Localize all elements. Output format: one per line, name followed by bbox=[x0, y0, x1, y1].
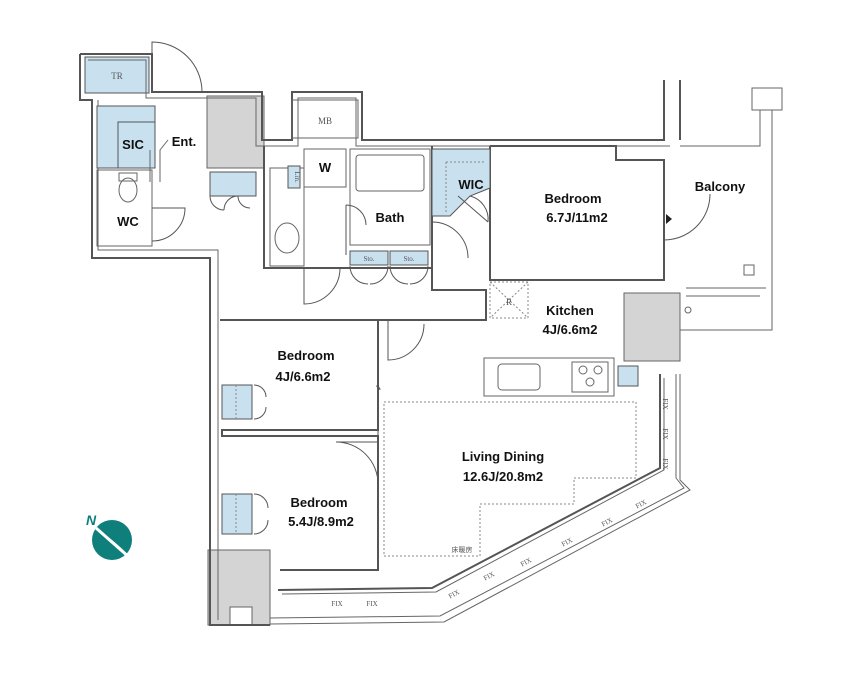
washer-space bbox=[303, 148, 347, 188]
wash-door-icon bbox=[303, 267, 341, 305]
fix-label: FIX bbox=[661, 398, 669, 409]
ent-leader bbox=[149, 139, 169, 182]
bedroom-2-door-icon bbox=[375, 385, 381, 436]
bathtub-icon bbox=[355, 154, 425, 192]
shaft-entrance bbox=[206, 95, 265, 169]
bedrooms-wall bbox=[220, 319, 379, 571]
fix-label: FIX bbox=[331, 600, 342, 608]
bath-label: Bath bbox=[376, 210, 405, 225]
balcony-door-icon bbox=[663, 193, 711, 241]
wash-area bbox=[269, 167, 305, 267]
tr-label: TR bbox=[111, 71, 123, 81]
bedroom-3-size: 5.4J/8.9m2 bbox=[288, 514, 354, 529]
window-wall-diagonal bbox=[277, 374, 661, 591]
bedroom-2-size: 4J/6.6m2 bbox=[276, 369, 331, 384]
balcony-outline bbox=[680, 109, 773, 331]
entrance-door-icon bbox=[151, 41, 203, 93]
core-wall bbox=[263, 146, 433, 269]
burner-icon-3 bbox=[585, 377, 595, 387]
mb-label: MB bbox=[318, 116, 332, 126]
w-label: W bbox=[319, 160, 332, 175]
bedroom-3-name: Bedroom bbox=[290, 495, 347, 510]
toilet-tank-icon bbox=[118, 172, 138, 182]
living-floor-heating bbox=[383, 401, 637, 557]
living-size: 12.6J/20.8m2 bbox=[463, 469, 543, 484]
storage-1 bbox=[349, 250, 389, 266]
window-wall-outer bbox=[269, 374, 691, 625]
closet-bedroom-2 bbox=[221, 384, 253, 420]
fix-label: FIX bbox=[366, 600, 377, 608]
balcony-box-icon bbox=[743, 264, 755, 276]
wc-door-icon bbox=[151, 207, 186, 242]
lin-label: Lin. bbox=[293, 171, 301, 183]
r-label: R bbox=[506, 297, 512, 307]
sto-label-1: Sto. bbox=[363, 255, 374, 263]
sto-label-2: Sto. bbox=[403, 255, 414, 263]
wic-dash bbox=[445, 161, 484, 214]
kitchen-counter bbox=[483, 357, 615, 397]
bedroom-main-size: 6.7J/11m2 bbox=[546, 210, 607, 225]
burner-icon-1 bbox=[578, 365, 588, 375]
outer-wall bbox=[79, 53, 681, 626]
kitchen-storage bbox=[617, 365, 639, 387]
bedroom-main-name: Bedroom bbox=[544, 191, 601, 206]
bathroom bbox=[349, 148, 431, 246]
fix-window-lines bbox=[281, 378, 665, 595]
living-name: Living Dining bbox=[462, 449, 544, 464]
stove-icon bbox=[571, 361, 609, 393]
drain-icon bbox=[684, 306, 692, 314]
fix-label: FIX bbox=[661, 428, 669, 439]
storage-doors-icon bbox=[349, 265, 429, 285]
sic-inner bbox=[117, 121, 156, 169]
fix-label: FIX bbox=[519, 556, 533, 568]
closet-doors-2-icon bbox=[253, 384, 267, 420]
fix-label: FIX bbox=[482, 570, 496, 582]
bedroom-3-door-icon bbox=[335, 441, 379, 485]
meter-box bbox=[291, 99, 359, 139]
kitchen-door-icon bbox=[387, 320, 425, 361]
outer-wall-inner bbox=[88, 59, 670, 620]
fix-label: FIX bbox=[447, 588, 461, 600]
pillar-bottom-left bbox=[207, 549, 271, 626]
refrigerator-space bbox=[489, 281, 529, 319]
shaft-kitchen bbox=[623, 292, 681, 362]
balcony-label: Balcony bbox=[695, 179, 746, 194]
compass-needle-line bbox=[95, 526, 131, 560]
washbasin-icon bbox=[274, 222, 300, 254]
kitchen-name: Kitchen bbox=[546, 303, 594, 318]
sic-label: SIC bbox=[122, 137, 144, 152]
bath-door-icon bbox=[345, 204, 367, 255]
bedroom-2-name: Bedroom bbox=[277, 348, 334, 363]
closet-door-icon bbox=[209, 195, 251, 211]
trunk-room bbox=[84, 56, 150, 94]
floor-heating-label: 床暖房 bbox=[452, 545, 473, 554]
bedroom-main-wall bbox=[489, 145, 665, 281]
linen-closet bbox=[287, 165, 301, 189]
closet-doors-3-icon bbox=[253, 493, 269, 535]
fix-label: FIX bbox=[600, 516, 614, 528]
wic-label: WIC bbox=[458, 177, 484, 192]
wc-label: WC bbox=[117, 214, 139, 229]
shoe-cabinet bbox=[209, 171, 257, 197]
sink-icon bbox=[497, 363, 541, 391]
north-label: N bbox=[86, 512, 97, 528]
bedroom-main-door-icon bbox=[431, 221, 469, 268]
storage-2 bbox=[389, 250, 429, 266]
refrigerator-cross bbox=[489, 281, 529, 319]
fix-label: FIX bbox=[661, 458, 669, 469]
window-marker-icon bbox=[666, 214, 672, 224]
closet-bedroom-3 bbox=[221, 493, 253, 535]
wic-door-icon bbox=[457, 195, 489, 223]
burner-icon-2 bbox=[593, 365, 603, 375]
kitchen-size: 4J/6.6m2 bbox=[543, 322, 598, 337]
ac-unit-icon bbox=[751, 87, 783, 111]
toilet-icon bbox=[118, 177, 138, 203]
ent-label: Ent. bbox=[172, 134, 197, 149]
